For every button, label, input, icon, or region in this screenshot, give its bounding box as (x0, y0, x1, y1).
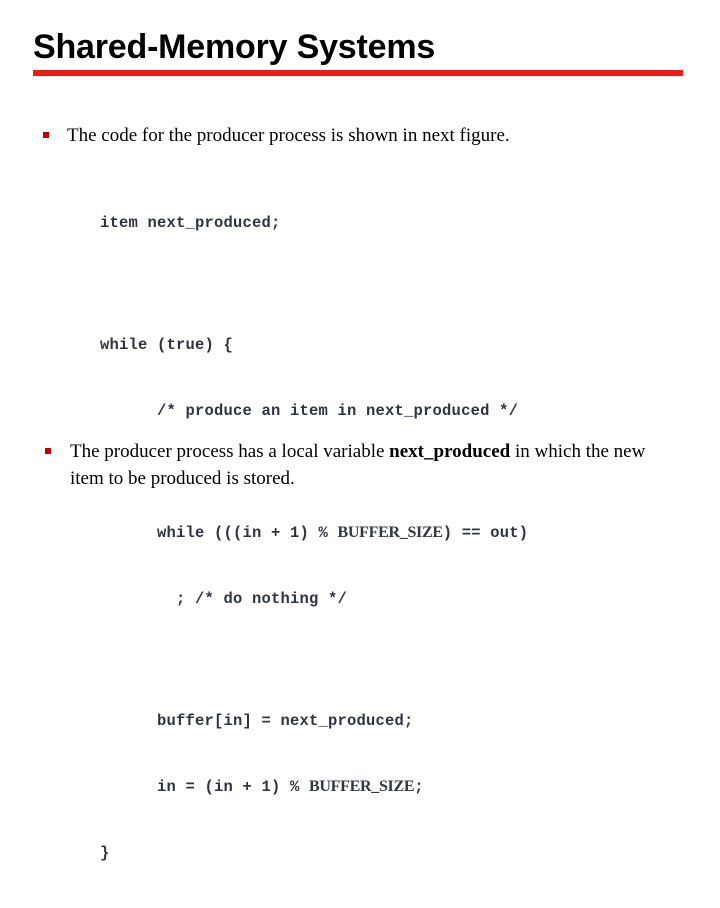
code-line: ; /* do nothing */ (100, 588, 600, 610)
code-line-post: ; (414, 778, 424, 796)
code-line: in = (in + 1) % BUFFER_SIZE; (100, 776, 600, 798)
code-line: } (100, 842, 600, 864)
code-line-text: ; /* do nothing */ (157, 590, 348, 608)
code-line: buffer[in] = next_produced; (100, 710, 600, 732)
code-line-text: } (100, 844, 110, 862)
bullet-item-1-text: The code for the producer process is sho… (67, 125, 510, 146)
code-line-text: while (true) { (100, 336, 234, 354)
code-line-pre: while (((in + 1) % (157, 524, 338, 542)
bullet-square-icon (42, 132, 50, 138)
code-constant-buffer-size: BUFFER_SIZE (337, 524, 443, 541)
bullet-item-2-lead: The producer process has a local variabl… (70, 441, 390, 462)
code-line: item next_produced; (100, 212, 600, 234)
code-line: while (((in + 1) % BUFFER_SIZE) == out) (100, 522, 600, 544)
bullet-item-2-text: The producer process has a local variabl… (70, 438, 678, 492)
code-line: /* produce an item in next_produced */ (100, 400, 600, 422)
title-underline-rule (33, 70, 683, 76)
code-line: while (true) { (100, 334, 600, 356)
bullet-item-2-tail: in which the new item to be produced is … (70, 441, 646, 489)
code-line-text: item next_produced; (100, 214, 281, 232)
title-block: Shared-Memory Systems (33, 28, 683, 66)
code-constant-buffer-size: BUFFER_SIZE (309, 778, 415, 795)
page-title: Shared-Memory Systems (33, 28, 436, 66)
code-line-pre: in = (in + 1) % (157, 778, 310, 796)
code-line-text: buffer[in] = next_produced; (157, 712, 414, 730)
bullet-item-2: The producer process has a local variabl… (44, 438, 694, 492)
bullet-item-2-emphasis: next_produced (389, 441, 511, 462)
code-blank-line (100, 278, 600, 290)
code-figure: item next_produced; while (true) { /* pr… (100, 168, 600, 908)
slide-canvas: Shared-Memory Systems The code for the p… (33, 28, 694, 862)
code-blank-line (100, 654, 600, 666)
code-line-text: /* produce an item in next_produced */ (157, 402, 519, 420)
bullet-item-1: The code for the producer process is sho… (42, 122, 682, 149)
code-line-post: ) == out) (442, 524, 529, 542)
bullet-square-icon (44, 448, 52, 454)
